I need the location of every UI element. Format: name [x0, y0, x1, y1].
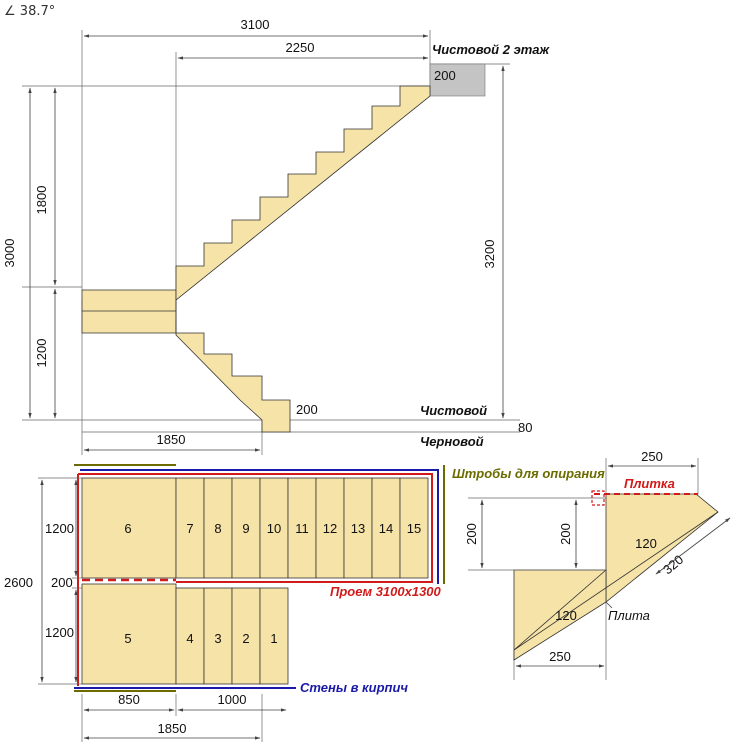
angle-readout: ∠ 38.7°: [4, 4, 56, 19]
dim-top-total: 3100: [241, 17, 270, 32]
label-opening: Проем 3100х1300: [330, 584, 442, 599]
label-walls: Стены в кирпич: [300, 680, 408, 695]
rough-offset: 80: [518, 420, 532, 435]
step-number: 9: [242, 521, 249, 536]
step-number: 13: [351, 521, 365, 536]
label-grooves: Штробы для опирания: [452, 466, 605, 481]
dim-left-lower: 1200: [34, 339, 49, 368]
dim-right: 3200: [482, 240, 497, 269]
tread-3: [203, 587, 233, 685]
step-detail: 250 Плитка 200 200 120 320 Плита 120 250: [464, 449, 731, 680]
tread-14: [371, 477, 401, 579]
upper-treads: [175, 477, 429, 579]
label-finish: Чистовой: [420, 403, 487, 418]
tread-12: [315, 477, 345, 579]
dim-bottom: 1850: [157, 432, 186, 447]
step-number: 14: [379, 521, 393, 536]
top-slab-label: 200: [434, 68, 456, 83]
tread-9: [231, 477, 261, 579]
elevation-view: 3100 2250 Чистовой 2 этаж 200 3000 1800 …: [2, 17, 551, 455]
tread-8: [203, 477, 233, 579]
dim-line: [655, 517, 731, 575]
leader-line: [605, 601, 613, 609]
lower-flight: [175, 320, 291, 433]
detail-upper-thickness: 120: [635, 536, 657, 551]
detail-dim-left-outer: 200: [464, 523, 479, 545]
step-number: 11: [295, 521, 309, 536]
label-slab: Плита: [608, 608, 650, 623]
dim-left-upper: 1800: [34, 186, 49, 215]
detail-dim-left-inner: 200: [558, 523, 573, 545]
tread-10: [259, 477, 289, 579]
tread-15: [399, 477, 429, 579]
dim-plan-b: 1000: [218, 692, 247, 707]
step-number: 15: [407, 521, 421, 536]
dim-top-upper: 2250: [286, 40, 315, 55]
label-rough: Черновой: [420, 434, 484, 449]
tread-13: [343, 477, 373, 579]
dim-plan-mid: 200: [51, 575, 73, 590]
plan-view: 6 7 8 9 10 11 12 13 14 15 5 4 3 2 1: [4, 464, 605, 742]
tread-1: [259, 587, 289, 685]
dim-plan-total-bottom: 1850: [158, 721, 187, 736]
step-number: 12: [323, 521, 337, 536]
upper-flight: [175, 85, 431, 301]
dim-left-total: 3000: [2, 239, 17, 268]
step-number: 1: [270, 631, 277, 646]
tread-2: [231, 587, 261, 685]
tread-4: [175, 587, 205, 685]
angle-value: 38.7°: [19, 4, 56, 19]
detail-upper-step: [605, 493, 719, 603]
step-number: 4: [186, 631, 193, 646]
bottom-step-label: 200: [296, 402, 318, 417]
step-number: 7: [186, 521, 193, 536]
label-finish-floor2: Чистовой 2 этаж: [432, 42, 551, 57]
dim-plan-top: 1200: [45, 521, 74, 536]
step-number: 8: [214, 521, 221, 536]
step-number: 2: [242, 631, 249, 646]
dim-plan-total: 2600: [4, 575, 33, 590]
label-tile: Плитка: [624, 476, 675, 491]
detail-dim-top: 250: [641, 449, 663, 464]
tread-5: [81, 583, 177, 685]
top-slab: [429, 63, 486, 97]
tread-7: [175, 477, 205, 579]
step-number: 5: [124, 631, 131, 646]
landing: [81, 289, 177, 334]
detail-lower-thickness: 120: [555, 608, 577, 623]
opening-outline: [78, 473, 433, 583]
dim-plan-a: 850: [118, 692, 140, 707]
dim-plan-bot: 1200: [45, 625, 74, 640]
step-number: 10: [267, 521, 281, 536]
wall-line: [80, 469, 439, 584]
step-number: 6: [124, 521, 131, 536]
step-number: 3: [214, 631, 221, 646]
detail-dim-bottom: 250: [549, 649, 571, 664]
